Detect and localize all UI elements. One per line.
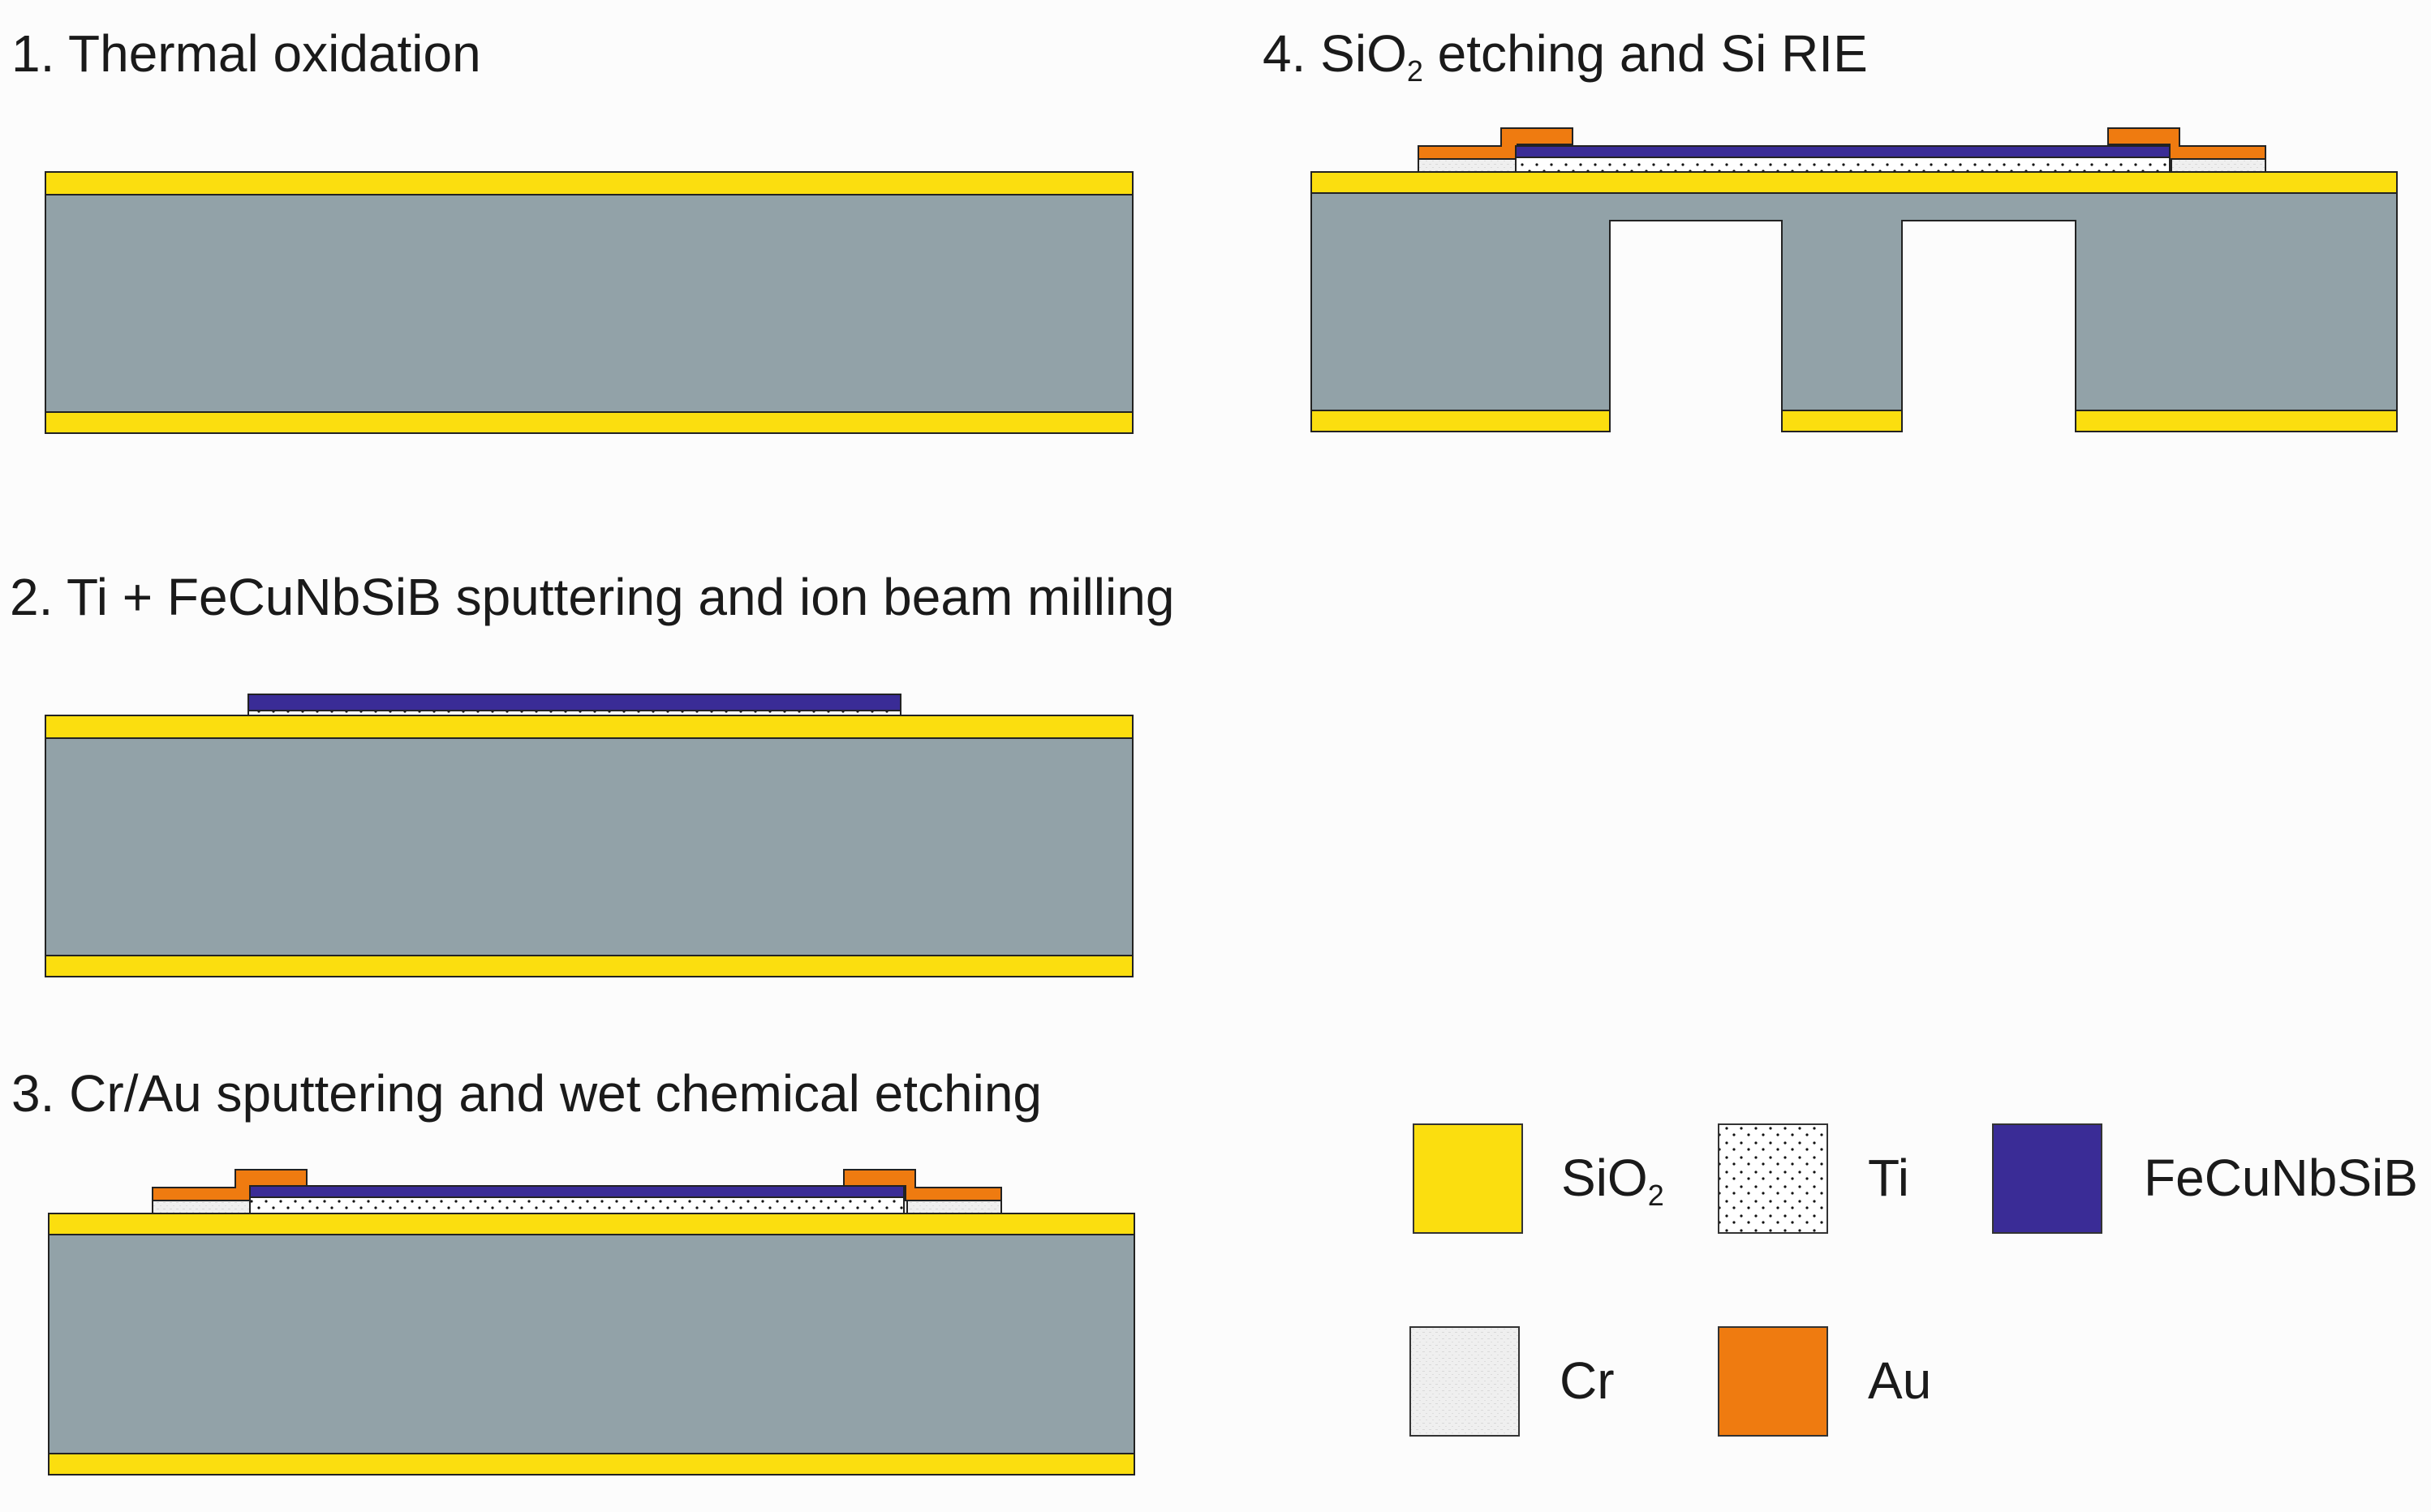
legend-swatch-ti <box>1718 1123 1828 1234</box>
sio2-top-layer <box>48 1213 1135 1235</box>
au-contact-right <box>843 1169 1002 1201</box>
legend-swatch-fecunbsib <box>1992 1123 2102 1234</box>
legend-label-sio2: SiO2 <box>1561 1149 1664 1212</box>
silicon-substrate <box>45 194 1134 413</box>
step-3-wafer <box>48 1169 1135 1475</box>
sio2-top-layer <box>45 715 1134 739</box>
legend: SiO2 Ti FeCuNbSiB Cr Au <box>1409 1123 2418 1437</box>
legend-label-au: Au <box>1868 1351 1931 1410</box>
cr-layer-right <box>2171 158 2266 173</box>
step-4-title: 4. SiO2 etching and Si RIE <box>1263 24 1868 88</box>
step-2-title: 2. Ti + FeCuNbSiB sputtering and ion bea… <box>10 568 1174 626</box>
step-1: 1. Thermal oxidation <box>11 24 1134 434</box>
legend-swatch-au <box>1718 1326 1828 1437</box>
step-2-wafer <box>45 694 1134 977</box>
fecunbsib-layer <box>247 694 901 711</box>
fecunbsib-layer <box>1515 145 2171 158</box>
ti-layer <box>1515 157 2171 173</box>
sio2-bottom-layer <box>45 411 1134 434</box>
ti-layer <box>249 1196 905 1214</box>
legend-item-ti: Ti <box>1718 1123 1909 1234</box>
sio2-bottom-layer <box>48 1453 1135 1475</box>
cr-layer-right <box>906 1200 1002 1214</box>
sio2-bottom-layer <box>45 955 1134 977</box>
cr-layer-left <box>1418 158 1517 173</box>
step-1-title: 1. Thermal oxidation <box>11 24 481 83</box>
sio2-bottom-left <box>1310 410 1611 432</box>
legend-label-fecunbsib: FeCuNbSiB <box>2144 1149 2418 1207</box>
step-4: 4. SiO2 etching and Si RIE <box>1263 24 2398 432</box>
silicon-substrate-etched <box>1310 192 2398 411</box>
step-1-wafer <box>45 171 1134 434</box>
legend-item-cr: Cr <box>1409 1326 1615 1437</box>
legend-label-ti: Ti <box>1868 1149 1909 1207</box>
step-2: 2. Ti + FeCuNbSiB sputtering and ion bea… <box>10 568 1174 977</box>
step-3-title: 3. Cr/Au sputtering and wet chemical etc… <box>11 1064 1042 1123</box>
legend-swatch-sio2 <box>1413 1123 1523 1234</box>
sio2-top-layer <box>45 171 1134 195</box>
legend-item-fecunbsib: FeCuNbSiB <box>1992 1123 2418 1234</box>
sio2-bottom-center <box>1781 410 1903 432</box>
legend-label-cr: Cr <box>1560 1351 1615 1410</box>
silicon-substrate <box>48 1234 1135 1454</box>
legend-swatch-cr <box>1409 1326 1520 1437</box>
fecunbsib-layer <box>249 1185 905 1198</box>
cr-layer-left <box>152 1200 251 1214</box>
step-3: 3. Cr/Au sputtering and wet chemical etc… <box>11 1064 1135 1475</box>
legend-item-au: Au <box>1718 1326 1931 1437</box>
sio2-bottom-right <box>2075 410 2398 432</box>
sio2-top-layer <box>1310 171 2398 194</box>
silicon-substrate <box>45 737 1134 956</box>
legend-item-sio2: SiO2 <box>1413 1123 1664 1234</box>
step-4-wafer <box>1310 127 2398 432</box>
